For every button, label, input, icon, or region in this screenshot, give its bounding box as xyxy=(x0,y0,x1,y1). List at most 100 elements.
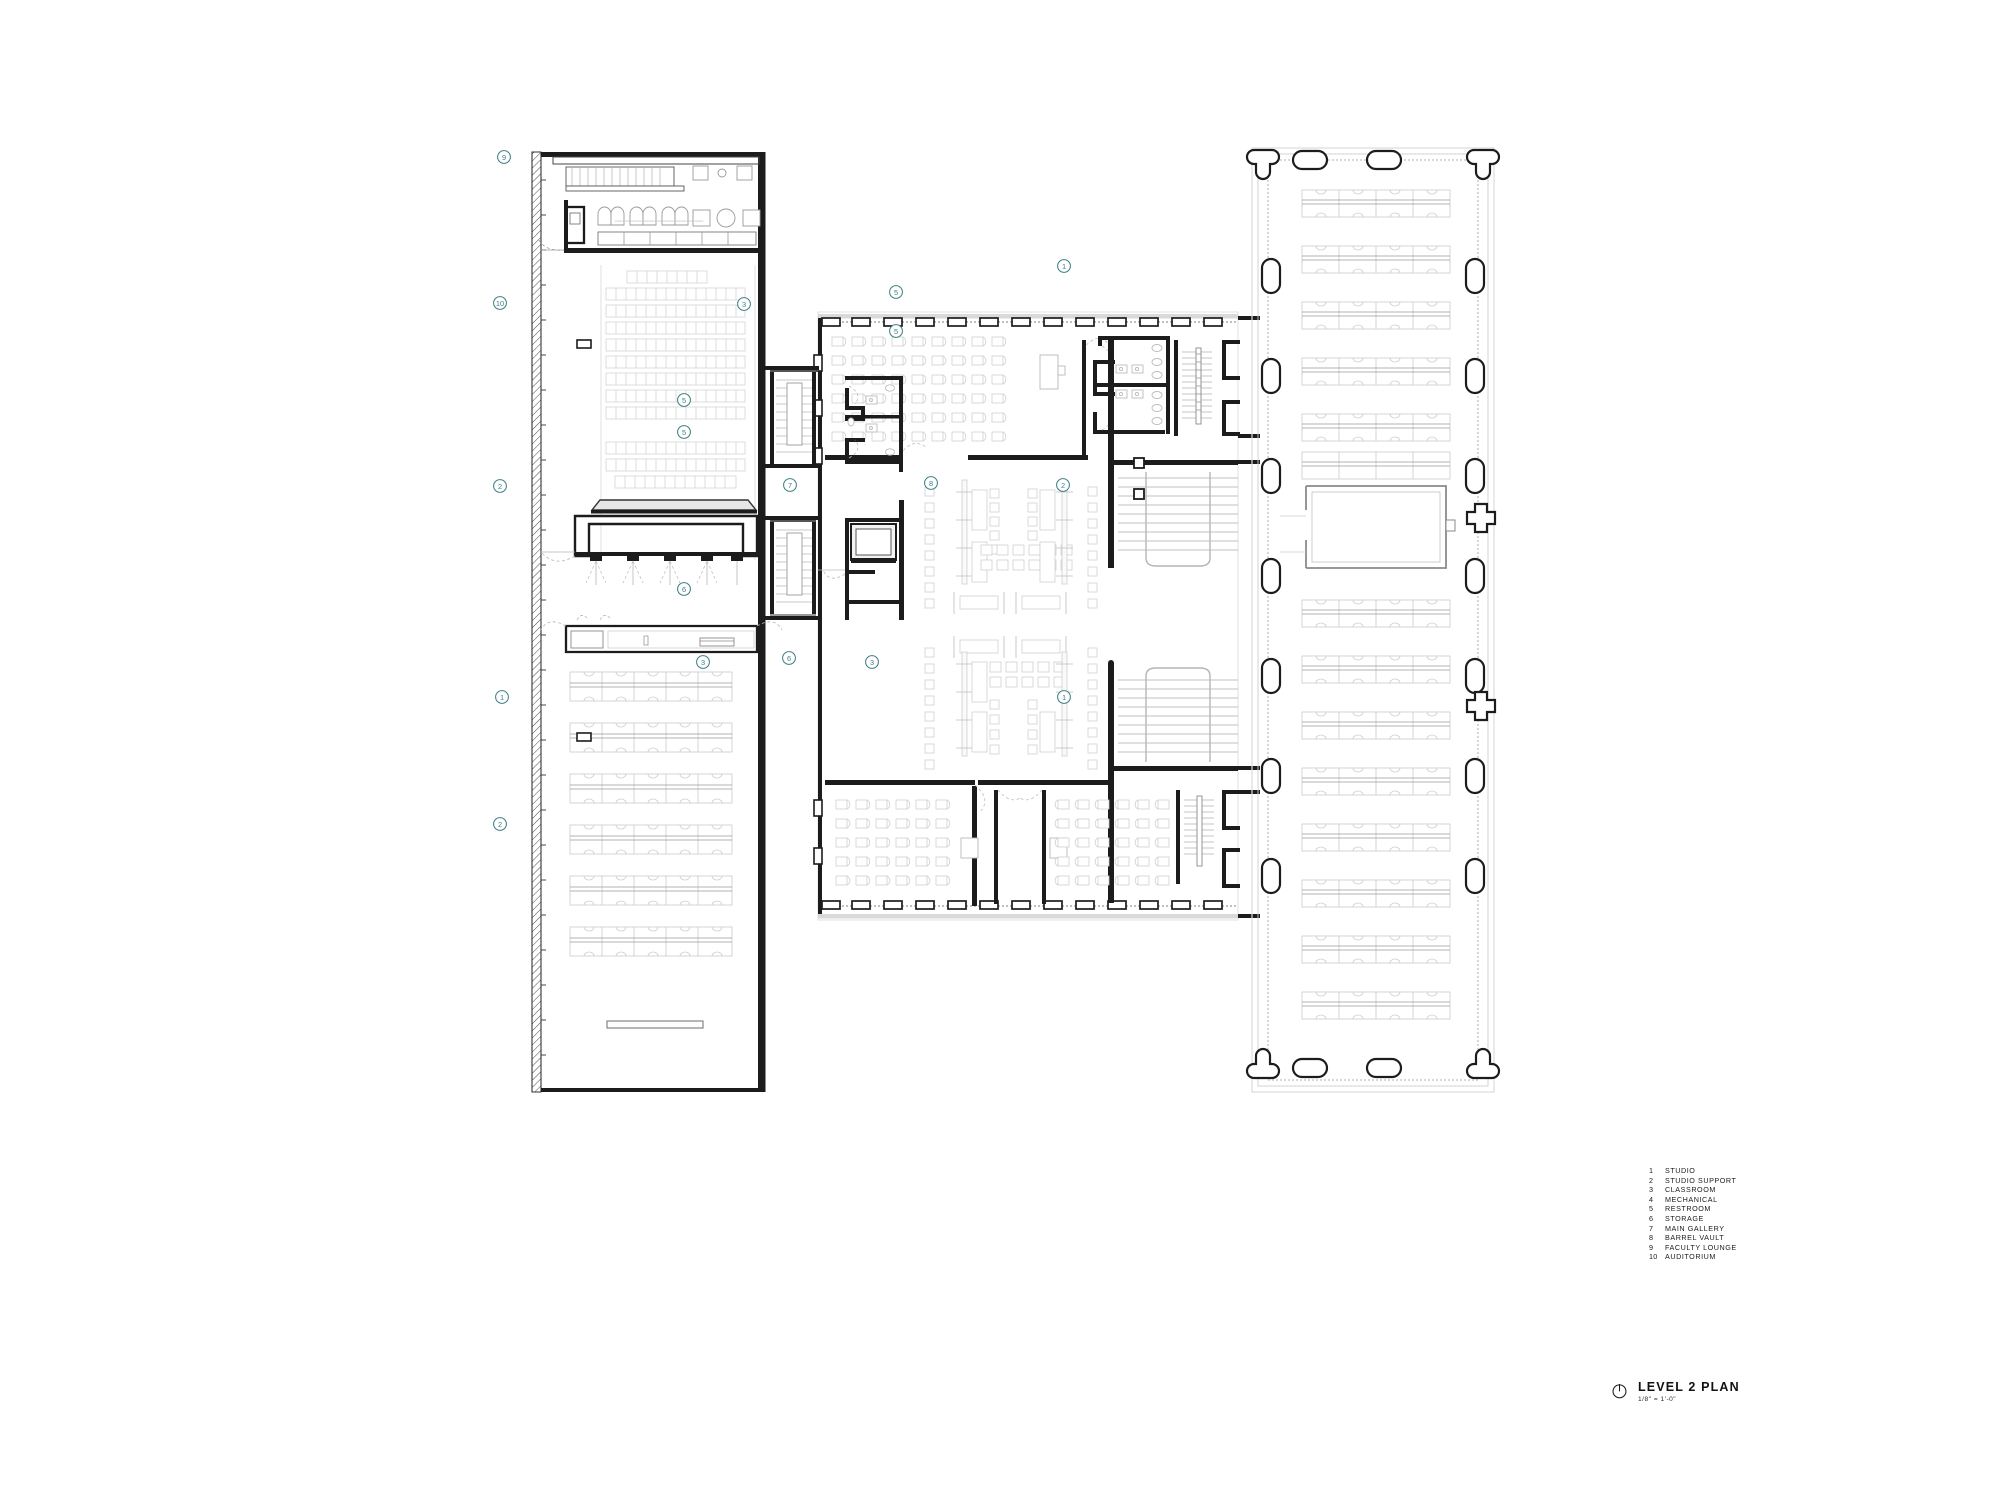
gothic-piers-east xyxy=(1464,148,1501,1080)
west-wing-east-wall xyxy=(758,152,765,1092)
studio-desk-banks-west xyxy=(569,671,733,957)
sheet-title-block: LEVEL 2 PLAN 1/8" = 1'-0" xyxy=(1611,1381,1740,1403)
room-tag-number: 3 xyxy=(870,658,874,667)
west-wing-lower xyxy=(540,615,783,1092)
room-tag-number: 1 xyxy=(1062,693,1066,702)
room-tag-number: 2 xyxy=(1061,481,1065,490)
legend-number: 3 xyxy=(1649,1185,1654,1195)
tag-studio-west: 1 xyxy=(495,690,509,704)
legend-label: AUDITORIUM xyxy=(1665,1252,1716,1262)
tag-studio-support-sw: 2 xyxy=(493,817,507,831)
barrel-vault xyxy=(1108,340,1238,903)
room-legend: 1 STUDIO 2 STUDIO SUPPORT 3 CLASSROOM 4 … xyxy=(1649,1166,1889,1262)
east-wing xyxy=(1245,147,1501,1093)
drawing-scale: 1/8" = 1'-0" xyxy=(1638,1396,1677,1403)
room-tag-layer: 9 10 2 1 2 3 5 5 5 5 7 8 6 3 6 3 1 2 1 xyxy=(493,150,1071,831)
legend-item: 2 STUDIO SUPPORT xyxy=(1649,1176,1889,1186)
tag-restroom-ne-lower: 5 xyxy=(889,324,903,338)
room-tag-number: 5 xyxy=(894,288,898,297)
gothic-piers-horizontal xyxy=(1291,149,1403,1079)
west-wing xyxy=(531,151,783,1093)
legend-item: 5 RESTROOM xyxy=(1649,1204,1889,1214)
west-connector xyxy=(765,366,819,620)
room-tag-number: 5 xyxy=(682,396,686,405)
tag-main-gallery: 7 xyxy=(783,478,797,492)
main-gallery xyxy=(924,479,1098,770)
legend-item: 10 AUDITORIUM xyxy=(1649,1252,1889,1262)
cruciform-buttress-piers xyxy=(1465,502,1497,722)
tag-auditorium: 10 xyxy=(493,296,507,310)
stage-columns xyxy=(590,556,743,561)
room-tag-number: 3 xyxy=(742,300,746,309)
room-tag-number: 5 xyxy=(682,428,686,437)
room-tag-number: 6 xyxy=(787,654,791,663)
tag-restroom-ne-upper: 5 xyxy=(889,285,903,299)
legend-label: STUDIO xyxy=(1665,1166,1696,1175)
storage-west xyxy=(818,500,904,620)
stair-northeast xyxy=(1174,340,1240,436)
restroom-pair-north xyxy=(1093,336,1170,434)
tag-studio-support-nw: 2 xyxy=(493,479,507,493)
west-wing-north-wall xyxy=(541,152,765,157)
legend-label: MAIN GALLERY xyxy=(1665,1223,1725,1233)
legend-label: STORAGE xyxy=(1665,1213,1704,1223)
legend-number: 6 xyxy=(1649,1213,1654,1223)
central-block xyxy=(765,311,1260,921)
tag-studio-east-north: 1 xyxy=(1057,259,1071,273)
legend-label: RESTROOM xyxy=(1665,1204,1711,1214)
legend-item: 9 FACULTY LOUNGE xyxy=(1649,1243,1889,1253)
room-tag-number: 2 xyxy=(498,482,502,491)
legend-number: 1 xyxy=(1649,1166,1654,1175)
tag-storage-south: 6 xyxy=(782,651,796,665)
north-arrow-icon xyxy=(1611,1382,1628,1399)
tag-classroom-north: 3 xyxy=(737,297,751,311)
legend-number: 5 xyxy=(1649,1204,1654,1214)
legend-item: 3 CLASSROOM xyxy=(1649,1185,1889,1195)
legend-item: 4 MECHANICAL xyxy=(1649,1195,1889,1205)
legend-label: MECHANICAL xyxy=(1665,1194,1718,1204)
tag-storage-west: 6 xyxy=(677,582,691,596)
legend-number: 2 xyxy=(1649,1175,1654,1185)
tag-faculty-lounge: 9 xyxy=(497,150,511,164)
room-tag-number: 2 xyxy=(498,820,502,829)
studio-desk-banks-east-south xyxy=(1301,599,1451,1020)
stair-midwest-lower xyxy=(770,518,816,617)
room-tag-number: 8 xyxy=(929,479,933,488)
legend-label: STUDIO SUPPORT xyxy=(1665,1175,1737,1185)
gothic-piers-west xyxy=(1245,148,1282,1080)
east-connector xyxy=(1238,316,1260,918)
faculty-lounge-room xyxy=(537,165,765,253)
legend-item: 1 STUDIO xyxy=(1649,1166,1889,1176)
room-tag-number: 6 xyxy=(682,585,686,594)
stair-midwest xyxy=(770,368,816,467)
legend-label: FACULTY LOUNGE xyxy=(1665,1242,1737,1252)
tag-restroom-mid-lower: 5 xyxy=(677,425,691,439)
south-wall-assembly xyxy=(818,900,1238,919)
classroom-southeast xyxy=(1054,780,1240,888)
page-title: LEVEL 2 PLAN xyxy=(1638,1380,1740,1394)
existing-masonry-wall xyxy=(531,151,542,1093)
legend-item: 8 BARREL VAULT xyxy=(1649,1233,1889,1243)
room-tag-number: 1 xyxy=(1062,262,1066,271)
room-tag-number: 5 xyxy=(894,327,898,336)
room-tag-number: 10 xyxy=(496,299,504,308)
legend-item: 7 MAIN GALLERY xyxy=(1649,1224,1889,1234)
restroom-pair-middle xyxy=(845,376,903,472)
tag-restroom-mid-upper: 5 xyxy=(677,393,691,407)
room-tag-number: 9 xyxy=(502,153,506,162)
room-tag-number: 1 xyxy=(500,693,504,702)
studio-desk-banks-east-north xyxy=(1301,189,1451,442)
classroom-north xyxy=(825,330,1109,460)
north-wall-assembly xyxy=(818,314,1238,327)
legend-label: BARREL VAULT xyxy=(1665,1233,1725,1243)
legend-number: 8 xyxy=(1649,1233,1654,1243)
studio-support-east xyxy=(1280,451,1456,569)
legend-number: 4 xyxy=(1649,1194,1654,1204)
tag-studio-support-east: 2 xyxy=(1056,478,1070,492)
tag-classroom-sw: 3 xyxy=(696,655,710,669)
tag-classroom-se: 3 xyxy=(865,655,879,669)
legend-label: CLASSROOM xyxy=(1665,1185,1716,1195)
tag-barrel-vault: 8 xyxy=(924,476,938,490)
